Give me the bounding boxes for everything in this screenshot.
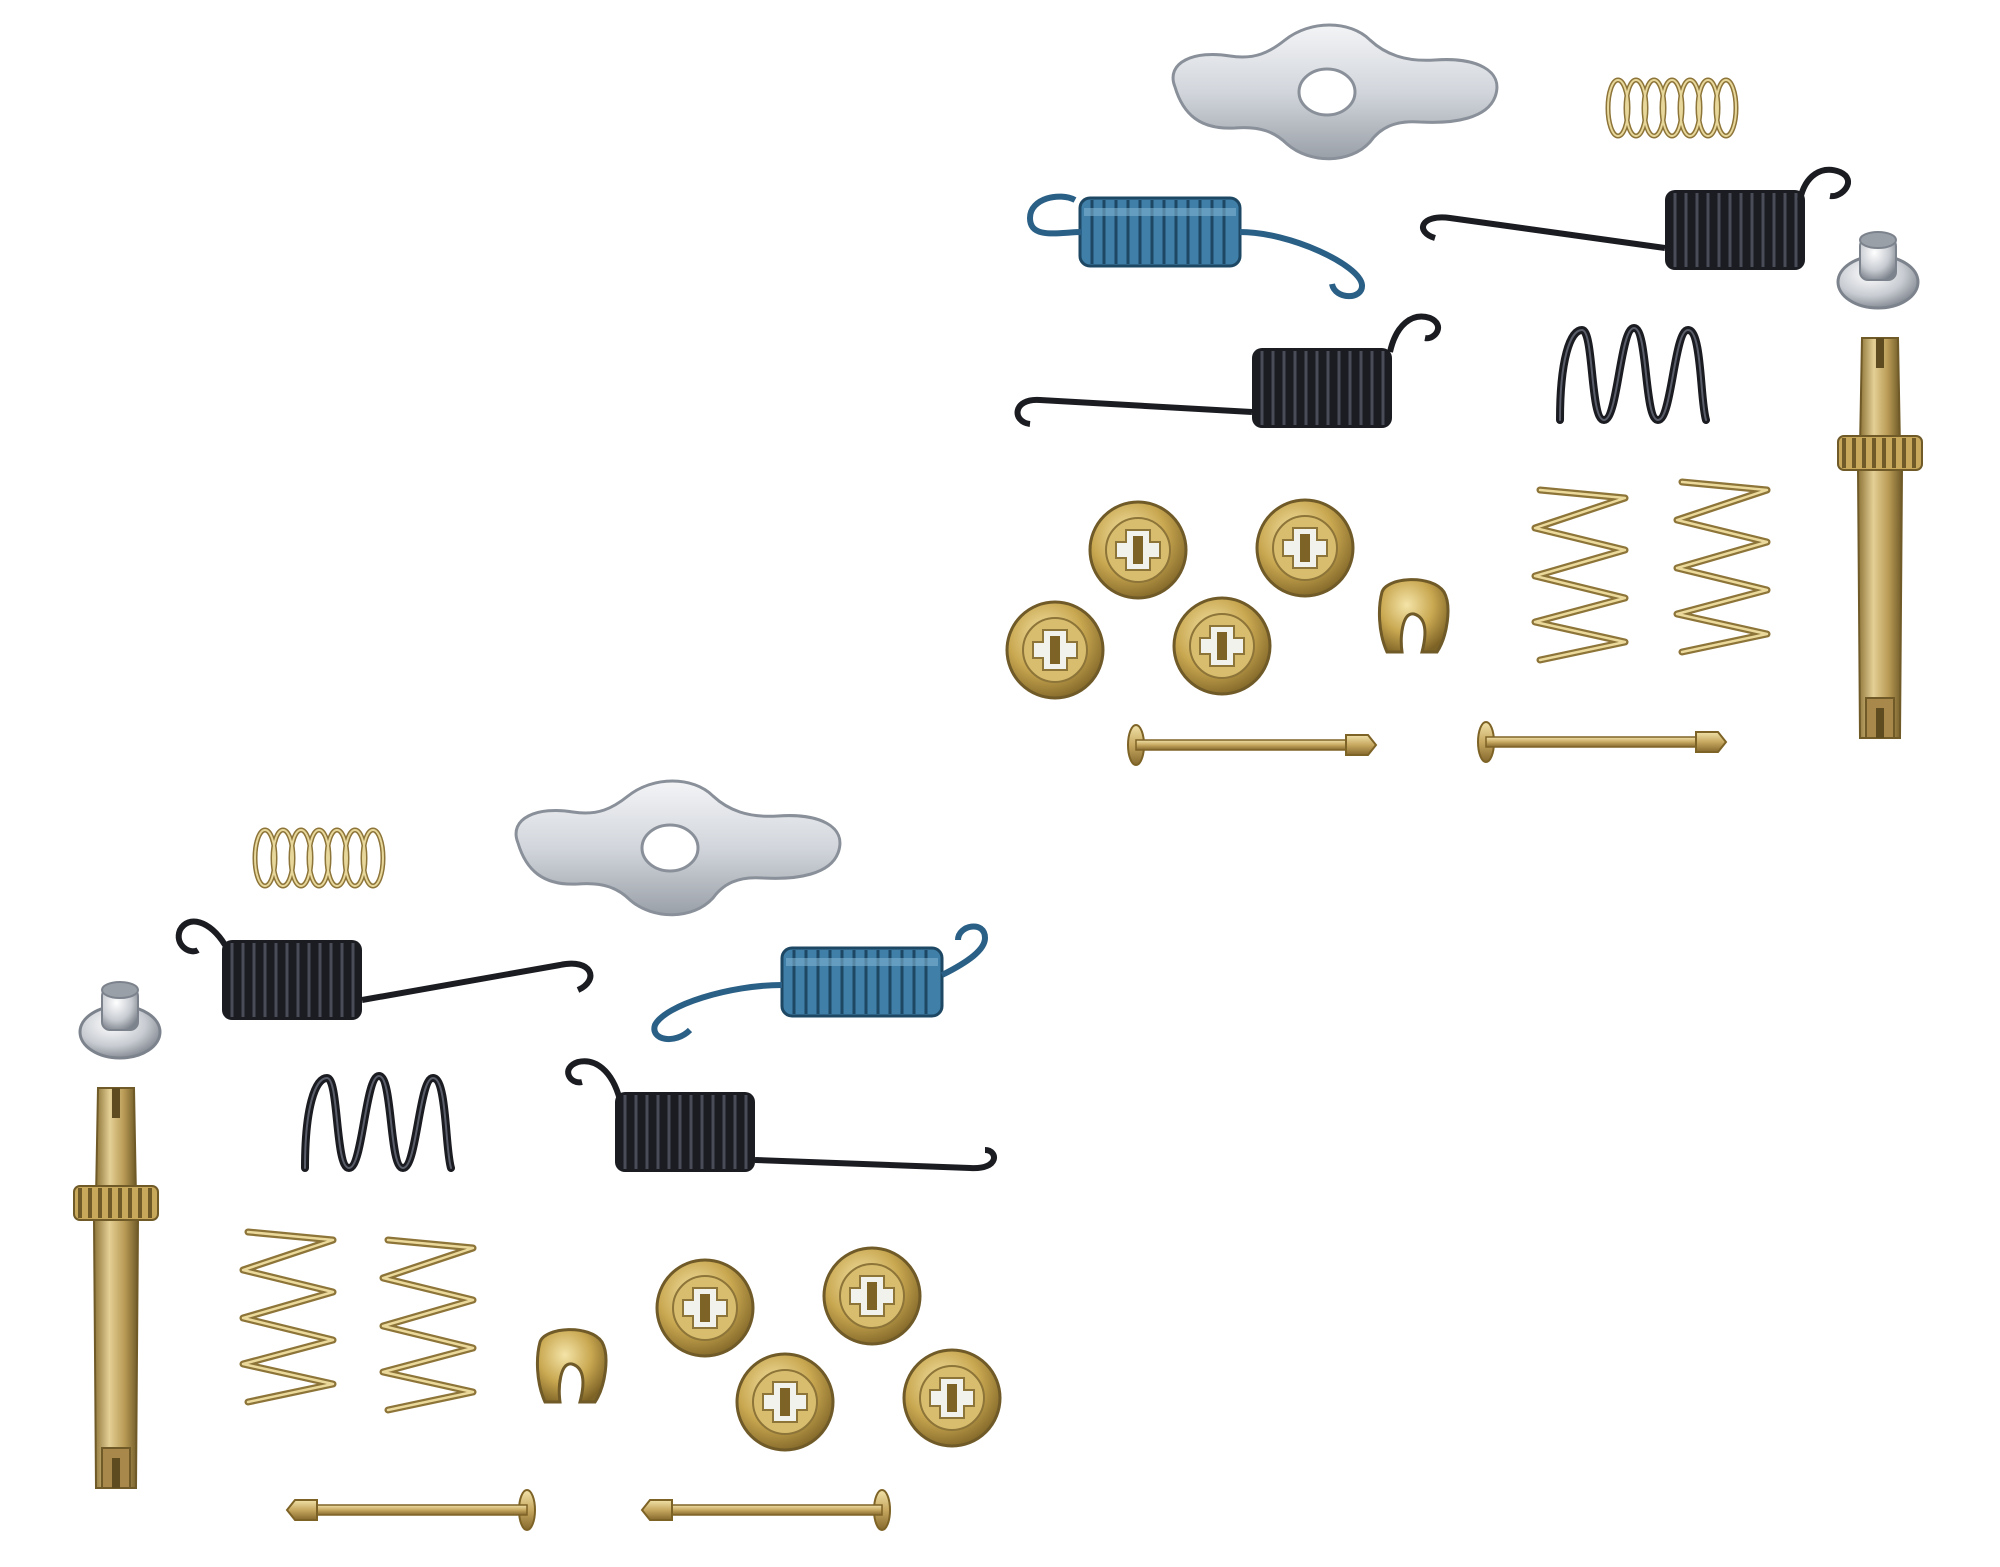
black-wave-spring-icon <box>305 1076 451 1168</box>
gold-hold-down-spring-icon <box>1535 490 1625 660</box>
gold-hold-down-spring-icon <box>1677 482 1767 652</box>
hold-down-pin-icon <box>1127 724 1377 766</box>
black-long-hook-spring-icon <box>175 918 594 1022</box>
black-long-hook-spring-icon <box>565 1058 997 1174</box>
adjuster-screw-icon <box>73 1087 159 1489</box>
u-clip-icon <box>1377 578 1450 654</box>
hold-down-plate-icon <box>514 779 842 917</box>
retainer-cup-icon <box>822 1246 922 1346</box>
u-clip-icon <box>535 1328 608 1404</box>
adjuster-cap-icon <box>78 980 162 1060</box>
hold-down-pin-icon <box>641 1489 891 1531</box>
black-long-hook-spring-icon <box>1420 166 1851 272</box>
retainer-cup-icon <box>1088 500 1188 600</box>
retainer-cup-icon <box>1172 596 1272 696</box>
black-long-hook-spring-icon <box>1014 313 1442 430</box>
gold-hold-down-spring-icon <box>243 1232 333 1402</box>
retainer-cup-icon <box>1255 498 1355 598</box>
gold-hold-down-spring-icon <box>383 1240 473 1410</box>
adjuster-cap-icon <box>1836 230 1920 310</box>
hold-down-pin-icon <box>1477 721 1727 763</box>
retainer-cup-icon <box>655 1258 755 1358</box>
blue-return-spring-icon <box>651 923 989 1042</box>
upper-right-kit <box>1005 23 1923 766</box>
retainer-cup-icon <box>735 1352 835 1452</box>
hold-down-plate-icon <box>1171 23 1499 161</box>
retainer-cup-icon <box>1005 600 1105 700</box>
blue-return-spring-icon <box>1026 193 1365 300</box>
adjuster-screw-icon <box>1837 337 1923 739</box>
hold-down-pin-icon <box>286 1489 536 1531</box>
small-compression-spring-icon <box>1608 80 1736 136</box>
lower-left-kit <box>73 779 1002 1531</box>
small-compression-spring-icon <box>255 830 383 886</box>
retainer-cup-icon <box>902 1348 1002 1448</box>
black-wave-spring-icon <box>1560 328 1706 420</box>
